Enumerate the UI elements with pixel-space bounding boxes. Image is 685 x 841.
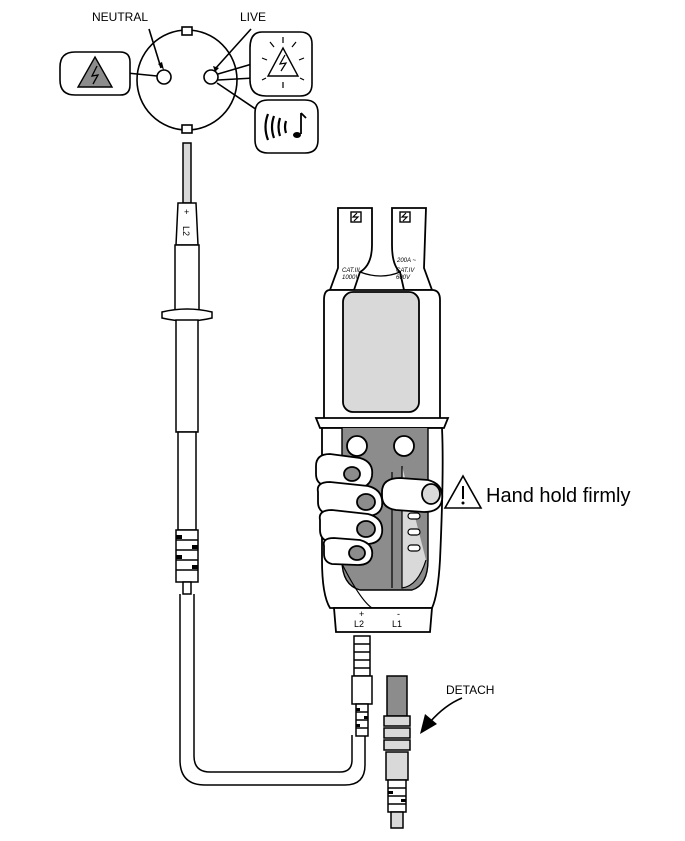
- jaw-left-cat: CAT.III: [342, 268, 360, 274]
- neutral-label: NEUTRAL: [92, 10, 148, 24]
- live-indicator: [249, 31, 313, 97]
- hand: [315, 453, 444, 566]
- flashing-lightning-warning-icon: [261, 37, 305, 88]
- live-label: LIVE: [240, 10, 266, 24]
- terminal-l1-name: L1: [392, 619, 402, 629]
- sound-indicator: [254, 99, 319, 154]
- detached-connector: [383, 675, 411, 829]
- left-button: [346, 435, 368, 457]
- live-hole: [203, 69, 219, 85]
- sound-beep-icon: [264, 112, 307, 141]
- terminal-l2-polarity: +: [359, 609, 364, 619]
- neutral-indicator: [59, 51, 131, 96]
- right-button: [393, 435, 415, 457]
- probe-l2: [161, 142, 213, 595]
- jaw-left-voltage: 1000V: [342, 275, 360, 281]
- neutral-hole: [156, 69, 172, 85]
- jaw-right-cat: CAT.IV: [396, 268, 415, 274]
- display-window: [342, 291, 420, 413]
- socket-illustration: [126, 26, 261, 134]
- probe-polarity: +: [184, 207, 189, 217]
- terminal-l1-polarity: -: [397, 609, 400, 619]
- detach-arrow: [420, 697, 463, 734]
- terminal-l2-name: L2: [354, 619, 364, 629]
- jaw-right-voltage: 600V: [396, 275, 411, 281]
- jaw-right-current: 200A ~: [396, 258, 416, 264]
- probe-terminal: L2: [181, 226, 191, 236]
- detach-label: DETACH: [446, 683, 494, 697]
- hand-hold-label: Hand hold firmly: [486, 485, 631, 507]
- lead-plug: [351, 635, 373, 737]
- tester-body: [314, 207, 450, 633]
- right-jaw: [391, 207, 434, 291]
- lightning-warning-icon: [76, 55, 114, 88]
- warning-triangle-icon: [443, 474, 483, 509]
- test-lead-cable: [179, 594, 366, 786]
